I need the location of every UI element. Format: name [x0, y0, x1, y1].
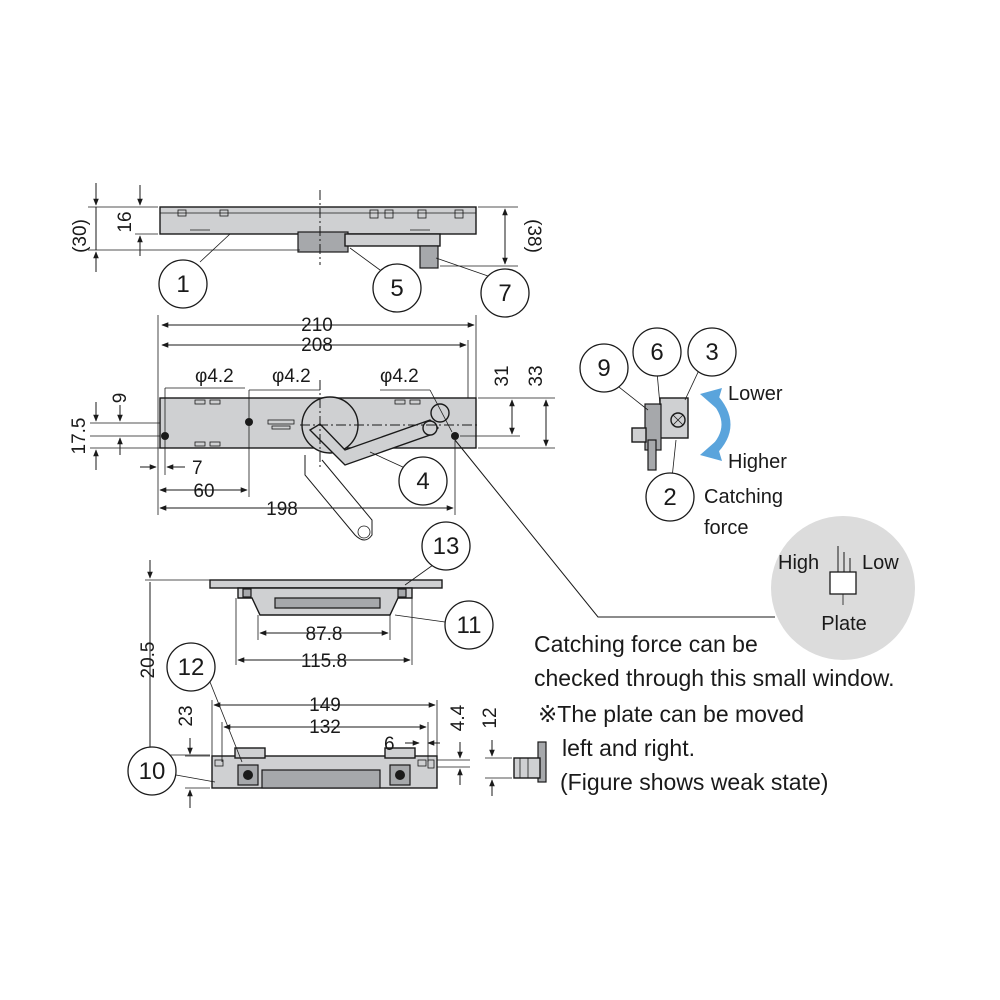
dim-198: 198	[266, 499, 298, 520]
dim-4-4: 4.4	[448, 704, 469, 731]
callout-11: 11	[457, 612, 482, 639]
catch-side-view	[211, 747, 438, 789]
dim-catch-side: 149 132 23 6 4.4	[176, 695, 470, 808]
note-line-2: checked through this small window.	[534, 665, 895, 691]
dim-31: 31	[492, 365, 513, 386]
note-line-5: (Figure shows weak state)	[560, 769, 828, 795]
dim-plate: 20.5 87.8 115.8	[138, 559, 446, 775]
notes: Catching force can be checked through th…	[534, 631, 895, 795]
window-leader	[454, 439, 775, 618]
dim-208: 208	[301, 335, 333, 356]
callout-13: 13	[433, 533, 460, 560]
dim-60: 60	[193, 481, 214, 502]
dim-23: 23	[176, 705, 197, 726]
label-low: Low	[862, 552, 899, 574]
callout-5: 5	[390, 275, 403, 302]
callout-4: 4	[416, 468, 429, 495]
dim-front: 210 208 φ4.2 φ4.2 φ4.2 31 33 9 17.5 7	[69, 315, 555, 520]
callout-9: 9	[597, 355, 610, 382]
dim-20-5: 20.5	[138, 642, 159, 679]
callout-10: 10	[139, 758, 166, 785]
label-higher: Higher	[728, 451, 787, 473]
front-view	[159, 380, 480, 541]
note-line-4: left and right.	[562, 735, 695, 761]
side-view	[159, 190, 477, 269]
dim-38: (38)	[523, 219, 544, 253]
window-zoom: High Low Plate	[771, 516, 915, 660]
dim-6: 6	[384, 734, 395, 755]
note-line-1: Catching force can be	[534, 631, 758, 657]
dim-12: 12	[480, 707, 501, 728]
dim-7: 7	[192, 458, 203, 479]
label-plate: Plate	[821, 613, 867, 635]
callout-12: 12	[178, 654, 205, 681]
dim-149: 149	[309, 695, 341, 716]
dim-87-8: 87.8	[306, 624, 343, 645]
phi-label-2: φ4.2	[272, 366, 311, 387]
callout-1: 1	[176, 271, 189, 298]
dim-115-8: 115.8	[301, 651, 347, 672]
catch-plate-view	[209, 579, 443, 616]
label-catching: Catching	[704, 486, 783, 508]
callout-2: 2	[663, 484, 676, 511]
dim-132: 132	[309, 717, 341, 738]
dim-side: (30) 16 (38)	[70, 183, 544, 272]
dim-16: 16	[115, 211, 136, 232]
callout-6: 6	[650, 339, 663, 366]
phi-label-1: φ4.2	[195, 366, 234, 387]
dim-9: 9	[110, 393, 131, 404]
dim-30: (30)	[70, 219, 91, 253]
dim-210: 210	[301, 315, 333, 336]
callout-3: 3	[705, 339, 718, 366]
dim-17-5: 17.5	[69, 418, 90, 455]
note-line-3: ※The plate can be moved	[538, 701, 804, 727]
phi-label-3: φ4.2	[380, 366, 419, 387]
catching-force-detail: Lower Higher Catching force	[609, 367, 787, 539]
label-lower: Lower	[728, 383, 783, 405]
callout-7: 7	[498, 280, 511, 307]
label-high: High	[778, 552, 819, 574]
callouts: 1 5 7 4 9 6 3 2 13 11 12 10	[127, 233, 737, 796]
label-force: force	[704, 517, 748, 539]
dim-33: 33	[526, 365, 547, 386]
end-part-view: 12	[480, 707, 547, 796]
